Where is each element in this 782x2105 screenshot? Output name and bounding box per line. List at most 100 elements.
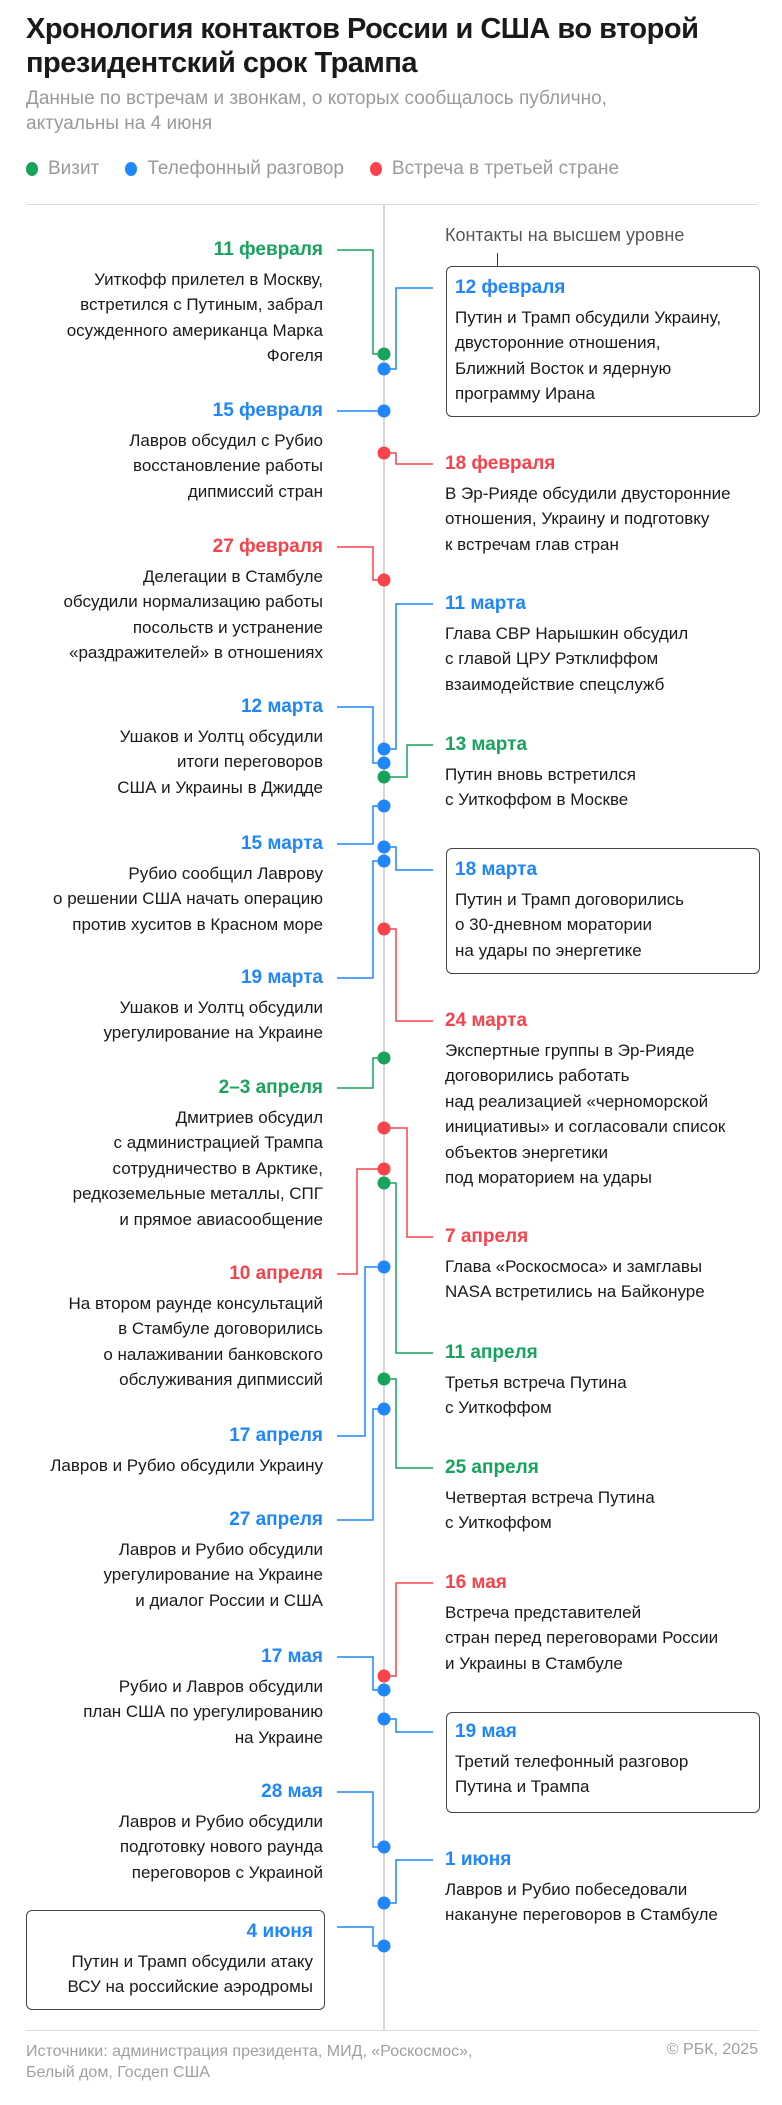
description-line: Дмитриев обсудил: [175, 1108, 323, 1127]
sources-line: Белый дом, Госдеп США: [26, 2064, 210, 2081]
legend-label: Телефонный разговор: [147, 158, 344, 179]
description-line: США и Украины в Джидде: [117, 777, 323, 797]
connector-line: [337, 1791, 384, 1848]
description-line: урегулирование на Украине: [103, 1023, 323, 1043]
description-line: Встреча представителей: [445, 1603, 642, 1622]
subtitle-line: Данные по встречам и звонкам, о которых …: [26, 88, 607, 109]
title-line: президентский срок Трампа: [26, 47, 418, 79]
connector-line: [384, 1718, 433, 1733]
description-line: урегулирование на Украине: [103, 1565, 323, 1585]
description-line: Ближний Восток и ядерную: [455, 358, 672, 378]
phone-dot-icon: [377, 1896, 391, 1910]
description-line: инициативы» и согласовали список: [445, 1117, 726, 1137]
description-line: Глава СВР Нарышкин обсудил: [445, 624, 689, 643]
title-line: Хронология контактов России и США во вто…: [26, 13, 699, 45]
description-line: отношения, Украину и подготовку: [445, 509, 710, 529]
event-date: 15 февраля: [212, 400, 323, 421]
description-line: договорились работать: [445, 1066, 630, 1086]
event-date: 10 апреля: [229, 1263, 323, 1284]
event-date: 18 февраля: [445, 453, 556, 474]
event-description: Лавров и Рубио обсудили Украину: [50, 1453, 323, 1478]
connector-line: [384, 1378, 433, 1469]
event-date: 24 марта: [445, 1010, 528, 1031]
third-country-dot-icon: [369, 162, 382, 176]
description-line: Ушаков и Уолтц обсудили: [119, 998, 323, 1017]
event-date: 11 марта: [445, 593, 526, 614]
description-line: переговоров с Украиной: [131, 1862, 323, 1882]
event-description: Лавров и Рубио обсудили урегулирование на…: [103, 1537, 323, 1613]
event-date: 11 апреля: [445, 1342, 538, 1363]
description-line: итоги переговоров: [176, 752, 323, 772]
top-level-contact-box: [446, 266, 760, 417]
description-line: Рубио сообщил Лаврову: [128, 864, 323, 883]
phone-dot-icon: [377, 1402, 391, 1416]
connector-line: [384, 744, 433, 778]
legend-label: Визит: [48, 158, 100, 179]
third-dot-icon: [377, 573, 391, 587]
description-line: В Эр-Рияде обсудили двусторонние: [445, 484, 731, 503]
description-line: под мораторием на удары: [445, 1168, 653, 1188]
event-date: 27 апреля: [229, 1509, 323, 1530]
description-line: Лавров и Рубио обсудили: [118, 1540, 323, 1559]
event-date: 17 апреля: [229, 1425, 323, 1446]
connector-line: [337, 1266, 384, 1437]
connector-line: [337, 546, 384, 581]
third-dot-icon: [377, 446, 391, 460]
top-level-contact-box: [446, 1712, 760, 1813]
description-line: в Стамбуле договорились: [118, 1319, 323, 1339]
visit-dot-icon: [377, 1372, 391, 1386]
legend-item-third-country: Встреча в третьей стране: [369, 158, 619, 180]
description-line: Глава «Роскосмоса» и замглавы: [445, 1257, 703, 1276]
event-date: 12 марта: [240, 696, 323, 717]
third-dot-icon: [377, 1162, 391, 1176]
phone-dot-icon: [377, 404, 391, 418]
phone-dot-icon: [377, 1712, 391, 1726]
connector-line: [337, 1168, 384, 1275]
description-line: обсудили нормализацию работы: [63, 592, 323, 612]
phone-dot-icon: [377, 742, 391, 756]
legend-item-visit: Визит: [26, 158, 99, 180]
description-line: Лавров и Рубио обсудили Украину: [50, 1456, 323, 1475]
top-level-contact-box: [446, 848, 760, 974]
description-line: стран перед переговорами России: [445, 1628, 719, 1648]
event-date: 2–3 апреля: [218, 1077, 323, 1098]
third-dot-icon: [377, 922, 391, 936]
description-line: Путин и Трамп договорились: [455, 890, 684, 909]
phone-dot-icon: [377, 1683, 391, 1697]
connector-line: [384, 1182, 433, 1354]
description-line: Четвертая встреча Путина: [445, 1488, 655, 1507]
visit-dot-icon: [377, 1051, 391, 1065]
description-line: с Уиткоффом: [445, 1398, 552, 1418]
phone-dot-icon: [377, 1840, 391, 1854]
description-line: двусторонние отношения,: [455, 333, 661, 353]
description-line: накануне переговоров в Стамбуле: [445, 1905, 718, 1925]
visit-dot-icon: [377, 770, 391, 784]
description-line: Путина и Трампа: [455, 1777, 590, 1797]
top-level-contact-box: [26, 1910, 325, 2010]
description-line: на Украине: [234, 1727, 323, 1747]
description-line: посольств и устранение: [132, 617, 323, 637]
connector-line: [337, 249, 384, 355]
description-line: редкоземельные металлы, СПГ: [72, 1184, 323, 1204]
description-line: встретился с Путиным, забрал: [80, 295, 323, 315]
description-line: осужденного американца Марка: [66, 320, 323, 340]
